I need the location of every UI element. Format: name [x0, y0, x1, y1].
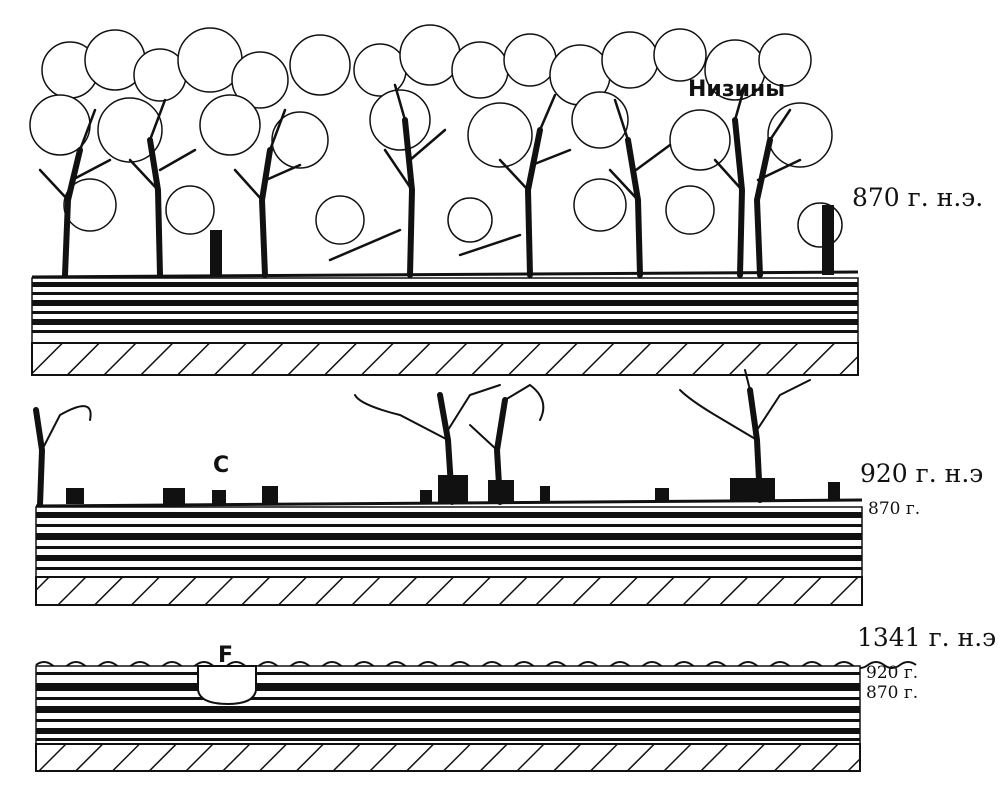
- date-870-label: 870 г. н.э.: [852, 183, 983, 212]
- site-f-label: F: [218, 643, 233, 668]
- tree-canopy: [29, 24, 843, 248]
- bedrock-hatched: [35, 576, 863, 606]
- bare-trees: [38, 83, 802, 278]
- ground-line: [31, 270, 859, 279]
- bedrock-hatched: [35, 743, 861, 772]
- stump: [210, 205, 834, 275]
- sediment-layers: [31, 277, 859, 344]
- date-920-sublabel: 920 г.: [866, 663, 918, 683]
- sediment-layers: [35, 665, 861, 745]
- date-870-sublabel: 870 г.: [866, 683, 918, 703]
- panel-1341: F 1341 г. н.э 920 г. 870 г.: [35, 623, 996, 772]
- date-870-sublabel: 870 г.: [868, 499, 920, 519]
- sparse-trees: [33, 369, 811, 508]
- ground-line: [35, 498, 863, 508]
- date-1341-label: 1341 г. н.э: [857, 623, 996, 652]
- site-c-label: C: [213, 453, 229, 478]
- panel-920: C 920 г. н.э 870 г.: [33, 369, 983, 606]
- lowlands-label: Низины: [688, 77, 785, 102]
- tree-stumps: [66, 475, 840, 504]
- sediment-layers: [35, 506, 863, 578]
- bedrock-hatched: [31, 342, 859, 376]
- panel-870: Низины 870 г. н.э.: [29, 24, 983, 376]
- pit-feature: [197, 665, 257, 706]
- date-920-label: 920 г. н.э: [860, 459, 983, 488]
